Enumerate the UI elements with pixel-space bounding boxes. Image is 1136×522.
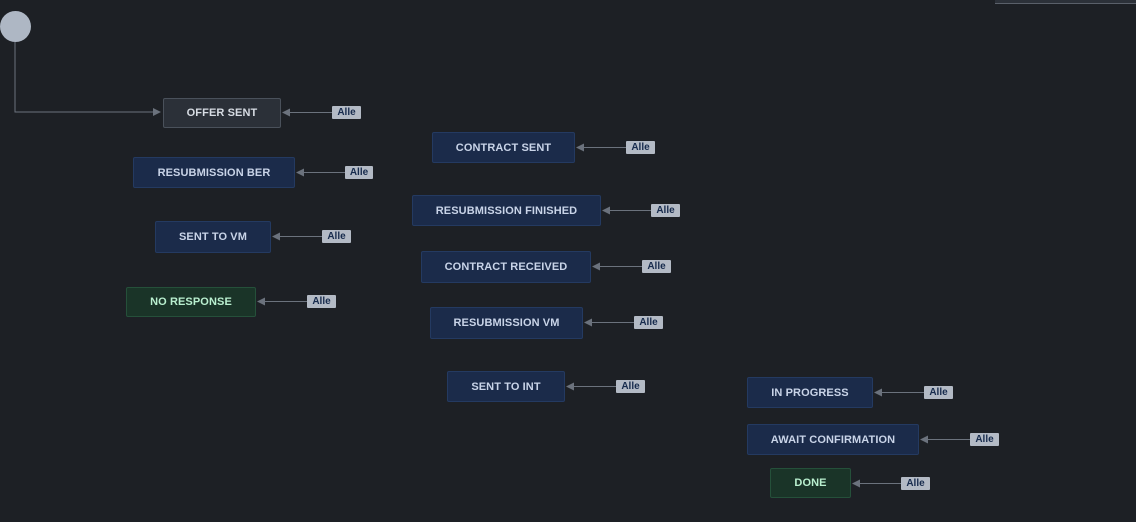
status-node-offer-sent[interactable]: OFFER SENT bbox=[163, 98, 281, 128]
status-label: RESUBMISSION FINISHED bbox=[435, 204, 578, 217]
status-label: DONE bbox=[794, 477, 827, 489]
status-label: NO RESPONSE bbox=[150, 296, 232, 308]
status-label: RESUBMISSION VM bbox=[453, 317, 560, 329]
global-transition-tag-no-response[interactable]: Alle bbox=[307, 295, 336, 308]
status-node-done[interactable]: DONE bbox=[770, 468, 851, 498]
status-label: CONTRACT RECEIVED bbox=[444, 261, 568, 273]
status-node-sent-to-vm[interactable]: SENT TO VM bbox=[155, 221, 271, 253]
status-node-resubmission-finished[interactable]: RESUBMISSION FINISHED bbox=[412, 195, 601, 226]
global-transition-tag-sent-to-vm[interactable]: Alle bbox=[322, 230, 351, 243]
status-label: AWAIT CONFIRMATION bbox=[770, 433, 896, 446]
global-transition-tag-resubmission-ber[interactable]: Alle bbox=[345, 166, 373, 179]
status-label: CONTRACT SENT bbox=[455, 141, 552, 154]
status-node-resubmission-ber[interactable]: RESUBMISSION BER bbox=[133, 157, 295, 188]
global-transition-tag-offer-sent[interactable]: Alle bbox=[332, 106, 361, 119]
floating-panel bbox=[995, 0, 1136, 4]
status-label: SENT TO INT bbox=[471, 380, 541, 393]
global-transition-tag-in-progress[interactable]: Alle bbox=[924, 386, 953, 399]
global-transition-tag-resubmission-vm[interactable]: Alle bbox=[634, 316, 663, 329]
start-node-icon[interactable] bbox=[0, 11, 31, 42]
status-node-await-confirmation[interactable]: AWAIT CONFIRMATION bbox=[747, 424, 919, 455]
status-label: RESUBMISSION BER bbox=[157, 166, 271, 179]
global-transition-tag-sent-to-int[interactable]: Alle bbox=[616, 380, 645, 393]
status-node-sent-to-int[interactable]: SENT TO INT bbox=[447, 371, 565, 402]
status-node-contract-received[interactable]: CONTRACT RECEIVED bbox=[421, 251, 591, 283]
global-transition-tag-resubmission-finished[interactable]: Alle bbox=[651, 204, 680, 217]
initial-transition-edge bbox=[14, 42, 161, 116]
global-transition-tag-contract-sent[interactable]: Alle bbox=[626, 141, 655, 154]
status-node-in-progress[interactable]: IN PROGRESS bbox=[747, 377, 873, 408]
status-label: OFFER SENT bbox=[186, 107, 258, 119]
status-node-no-response[interactable]: NO RESPONSE bbox=[126, 287, 256, 317]
status-label: IN PROGRESS bbox=[771, 386, 849, 399]
global-transition-tag-contract-received[interactable]: Alle bbox=[642, 260, 671, 273]
global-transition-tag-await-confirmation[interactable]: Alle bbox=[970, 433, 999, 446]
global-transition-tag-done[interactable]: Alle bbox=[901, 477, 930, 490]
status-label: SENT TO VM bbox=[178, 231, 248, 243]
status-node-resubmission-vm[interactable]: RESUBMISSION VM bbox=[430, 307, 583, 339]
status-node-contract-sent[interactable]: CONTRACT SENT bbox=[432, 132, 575, 163]
